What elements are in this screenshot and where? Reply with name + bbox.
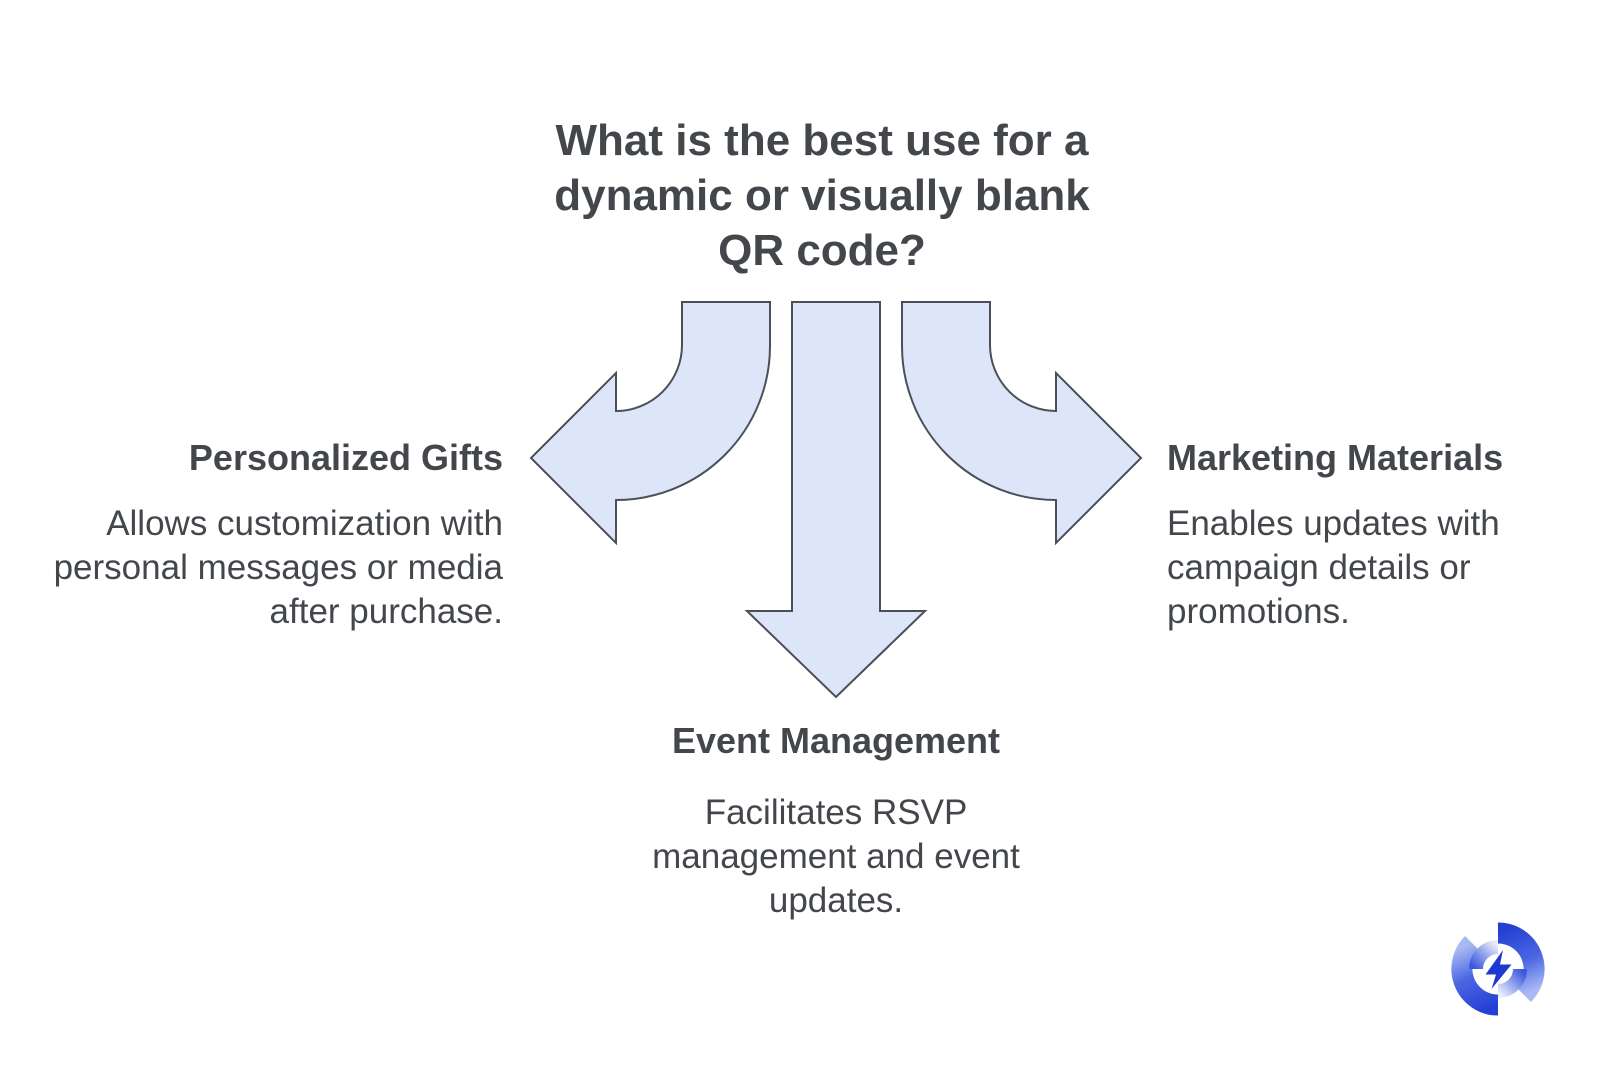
lightning-bolt-icon [1485, 950, 1512, 989]
branch-body-line: updates. [768, 881, 904, 920]
branch-event-management: Event Management Facilitates RSVP manage… [534, 719, 1138, 923]
question-title-line: What is the best use for a [555, 116, 1089, 165]
question-title-line: dynamic or visually blank [554, 171, 1090, 220]
straight-arrow-down-icon [744, 301, 928, 699]
branch-personalized-gifts: Personalized Gifts Allows customization … [30, 436, 503, 634]
branch-body-line: promotions. [1167, 592, 1350, 631]
question-title-line: QR code? [718, 226, 926, 275]
branch-heading: Personalized Gifts [188, 437, 503, 478]
question-title: What is the best use for a dynamic or vi… [422, 113, 1222, 278]
curved-arrow-down-left-icon [529, 301, 771, 546]
refresh-arcs [1451, 922, 1545, 1016]
branch-heading: Marketing Materials [1167, 437, 1504, 478]
branch-body-line: after purchase. [269, 592, 503, 631]
branch-body-line: personal messages or media [53, 548, 503, 587]
curved-arrow-down-right-icon [901, 301, 1143, 546]
branch-body-line: Facilitates RSVP [704, 793, 968, 832]
branch-marketing-materials: Marketing Materials Enables updates with… [1167, 436, 1577, 634]
branch-body-line: Enables updates with [1167, 504, 1500, 543]
branch-body-line: campaign details or [1167, 548, 1471, 587]
branch-body-line: Allows customization with [106, 504, 503, 543]
branch-body-line: management and event [652, 837, 1020, 876]
branch-heading: Event Management [671, 720, 1001, 761]
refresh-bolt-logo-icon [1451, 922, 1545, 1016]
